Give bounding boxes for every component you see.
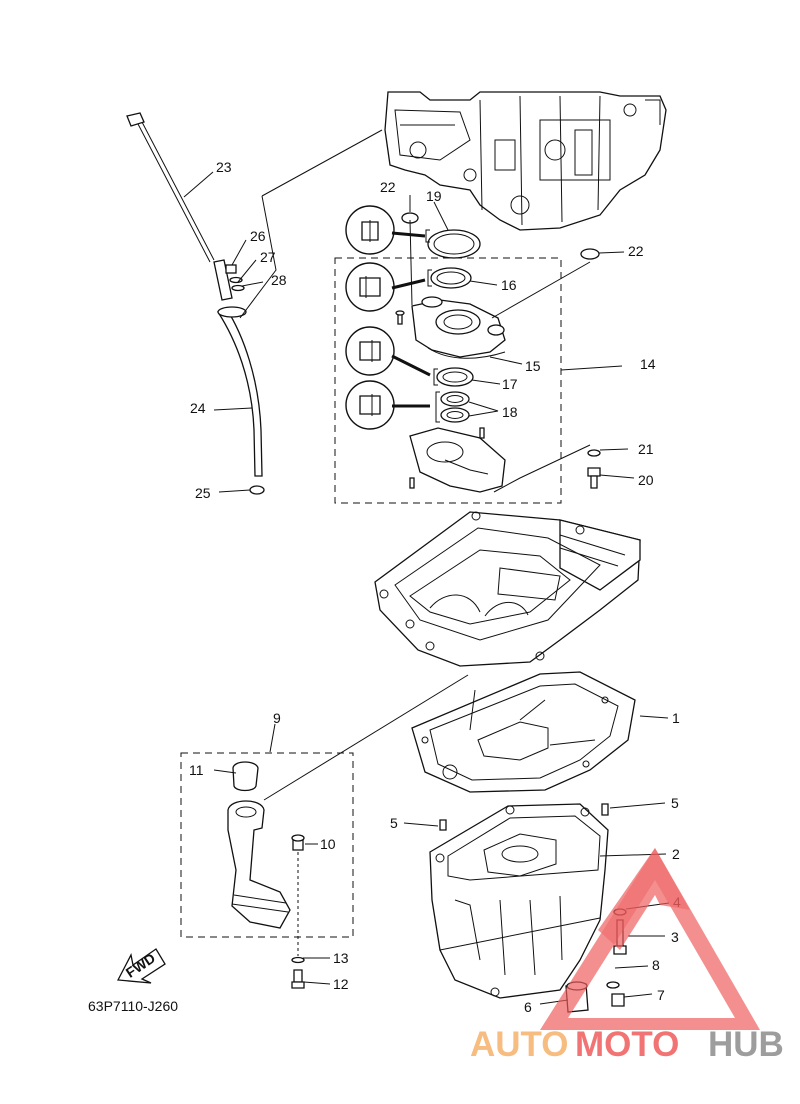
water-pump-parts — [395, 212, 601, 493]
label-part-9: 9 — [273, 710, 281, 726]
label-part-17: 17 — [502, 376, 518, 392]
label-part-27: 27 — [260, 249, 276, 265]
label-part-20: 20 — [638, 472, 654, 488]
label-part-28: 28 — [271, 272, 287, 288]
seal-callout-bubbles — [345, 205, 440, 430]
label-part-14: 14 — [640, 356, 656, 372]
label-part-2: 2 — [672, 846, 680, 862]
oil-strainer-illustration — [227, 761, 305, 989]
label-part-19: 19 — [426, 188, 442, 204]
label-part-6: 6 — [524, 999, 532, 1015]
oil-strainer-group-box — [180, 752, 354, 938]
label-part-13: 13 — [333, 950, 349, 966]
automotohub-watermark: AUTO MOTO HUB — [470, 848, 784, 1064]
part-labels: 1 2 3 4 5 5 6 7 8 9 10 11 12 13 14 15 16… — [189, 159, 681, 1015]
exhaust-guide-illustration — [374, 511, 641, 667]
label-part-1: 1 — [672, 710, 680, 726]
dipstick-assembly — [126, 112, 265, 495]
label-part-5a: 5 — [390, 815, 398, 831]
label-part-7: 7 — [657, 987, 665, 1003]
watermark-auto: AUTO — [470, 1025, 569, 1064]
label-part-24: 24 — [190, 400, 206, 416]
label-part-18: 18 — [502, 404, 518, 420]
watermark-moto: MOTO — [575, 1025, 679, 1064]
label-part-8: 8 — [652, 957, 660, 973]
label-part-3: 3 — [671, 929, 679, 945]
label-part-22a: 22 — [380, 179, 396, 195]
label-part-22b: 22 — [628, 243, 644, 259]
label-part-10: 10 — [320, 836, 336, 852]
label-part-15: 15 — [525, 358, 541, 374]
label-part-16: 16 — [501, 277, 517, 293]
drawing-code: 63P7110-J260 — [88, 998, 178, 1014]
fwd-arrow: FWD — [116, 948, 166, 984]
label-part-12: 12 — [333, 976, 349, 992]
watermark-hub: HUB — [708, 1025, 784, 1064]
engine-block-illustration — [384, 91, 667, 231]
label-part-25: 25 — [195, 485, 211, 501]
gasket-1-illustration — [411, 671, 636, 793]
label-part-5b: 5 — [671, 795, 679, 811]
label-part-21: 21 — [638, 441, 654, 457]
oil-pan-illustration — [429, 803, 627, 1013]
label-part-23: 23 — [216, 159, 232, 175]
label-part-26: 26 — [250, 228, 266, 244]
label-part-11: 11 — [189, 762, 204, 778]
